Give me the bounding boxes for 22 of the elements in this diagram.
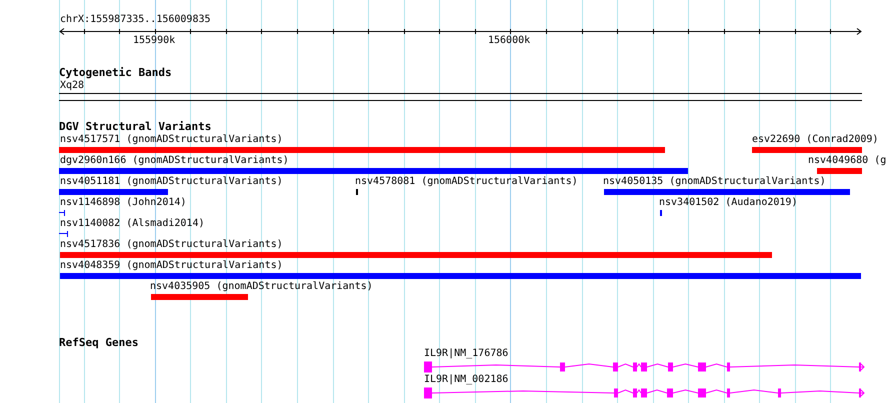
feature-label: nsv4517571 (gnomADStructuralVariants) (60, 134, 283, 145)
feature-label: nsv1140082 (Alsmadi2014) (60, 218, 204, 229)
feature-label: nsv4050135 (gnomADStructuralVariants) (603, 176, 826, 187)
feature-label: dgv2960n166 (gnomADStructuralVariants) (60, 155, 289, 166)
feature-label: nsv4051181 (gnomADStructuralVariants) (60, 176, 283, 187)
feature-label: nsv1146898 (John2014) (60, 197, 186, 208)
transcript-label: IL9R|NM_176786 (424, 348, 508, 359)
feature-label: nsv4049680 (g (808, 155, 886, 166)
track-title: RefSeq Genes (59, 337, 138, 348)
feature-label: nsv4035905 (gnomADStructuralVariants) (150, 281, 373, 292)
location-label: chrX:155987335..156009835 (60, 14, 211, 25)
track-title: Cytogenetic Bands (59, 67, 172, 78)
feature-label: nsv4578081 (gnomADStructuralVariants) (355, 176, 578, 187)
transcript-label: IL9R|NM_002186 (424, 374, 508, 385)
scale-tick-label: 155990k (133, 35, 176, 46)
track-title: DGV Structural Variants (59, 121, 212, 132)
feature-label: nsv4517836 (gnomADStructuralVariants) (60, 239, 283, 250)
band-label: Xq28 (60, 80, 84, 91)
feature-label: nsv4048359 (gnomADStructuralVariants) (60, 260, 283, 271)
scale-tick-label: 156000k (488, 35, 530, 46)
feature-label: esv22690 (Conrad2009) (752, 134, 878, 145)
feature-label: nsv3401502 (Audano2019) (659, 197, 798, 208)
